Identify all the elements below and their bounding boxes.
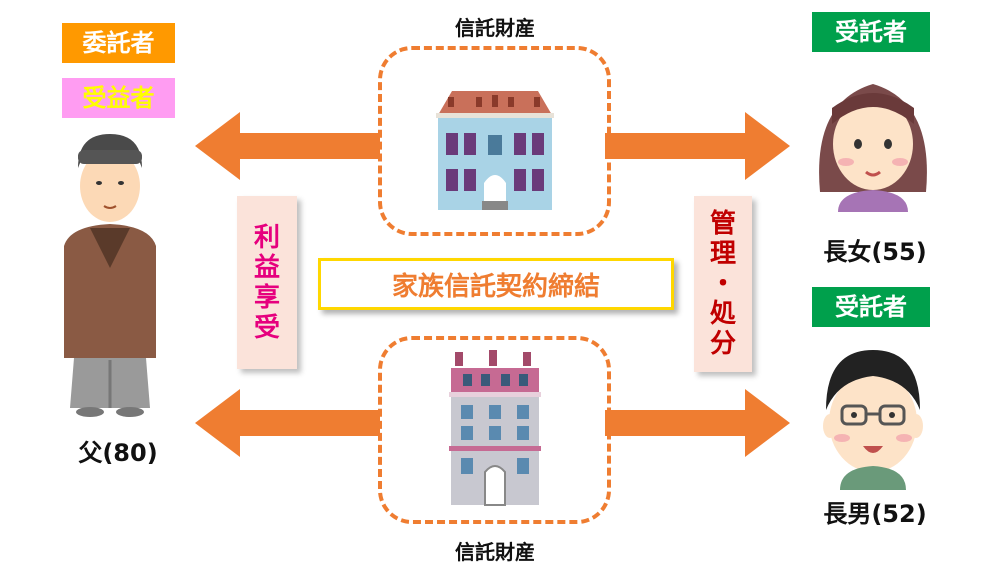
trust-property-label-top: 信託財産 [455,16,535,40]
management-char: 分 [709,329,736,359]
daughter-avatar [819,84,927,212]
benefit-char: 享 [253,282,280,313]
trustee-badge-son: 受託者 [812,287,930,327]
townhouse-building-icon [449,350,541,506]
management-char: 理 [709,239,736,269]
benefit-enjoyment-box: 利 益 享 受 [237,196,297,369]
son-avatar [823,350,923,490]
benefit-char: 利 [253,222,280,253]
father-avatar [64,134,156,417]
family-trust-contract-box: 家族信託契約締結 [318,258,674,310]
settlor-badge: 委託者 [62,23,175,63]
arrow-top-right [605,112,790,180]
management-char: 処 [709,299,736,329]
beneficiary-badge: 受益者 [62,78,175,118]
arrow-top-left [195,112,380,180]
trustee-badge-daughter: 受託者 [812,12,930,52]
son-label: 長男(52) [823,500,927,528]
management-char: 管 [709,209,736,239]
benefit-char: 益 [253,252,280,283]
management-disposal-box: 管 理 ・ 処 分 [694,196,752,372]
mansion-building-icon [436,91,554,210]
center-title: 家族信託契約締結 [391,271,600,302]
father-label: 父(80) [78,439,158,467]
benefit-char: 受 [253,312,280,343]
arrow-bottom-left [195,389,380,457]
trust-property-label-bottom: 信託財産 [455,540,535,564]
arrow-bottom-right [605,389,790,457]
management-char: ・ [709,269,736,299]
daughter-label: 長女(55) [823,238,927,266]
